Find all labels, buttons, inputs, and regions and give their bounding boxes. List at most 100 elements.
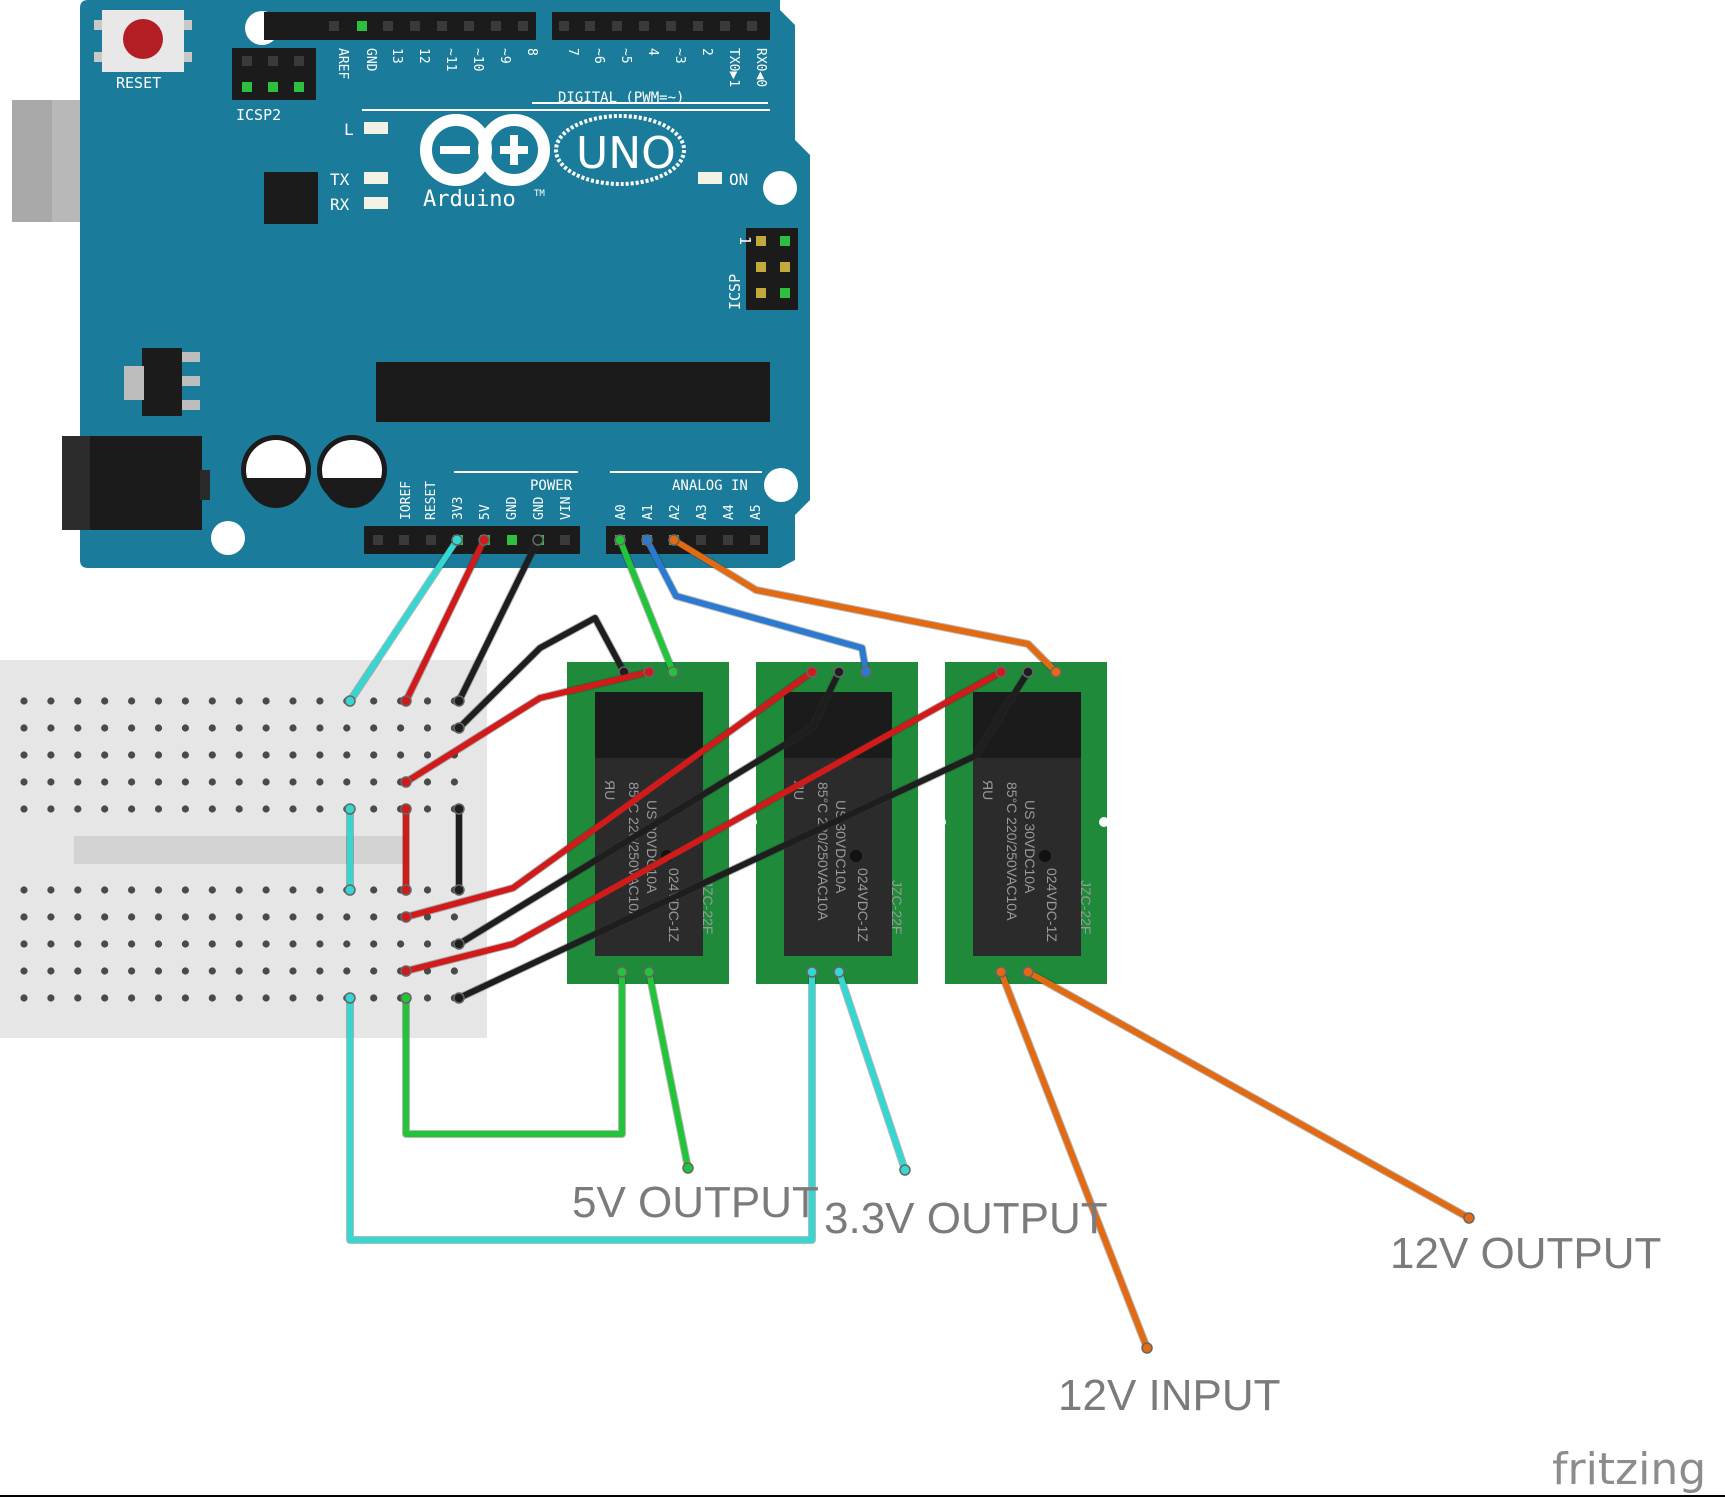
wire-relay3-gnd[interactable] [456, 669, 1031, 1001]
breadboard-hole [235, 913, 243, 921]
voltage-regulator [124, 348, 200, 416]
breadboard-hole [262, 967, 270, 975]
wire-a0[interactable] [617, 537, 676, 675]
breadboard-hole [262, 724, 270, 732]
breadboard-hole [154, 967, 163, 975]
breadboard-hole [343, 913, 351, 921]
digital-pin-socket [518, 21, 528, 31]
breadboard-hole [423, 724, 432, 732]
digital-pin-label: ~3 [672, 48, 687, 64]
breadboard-hole [74, 994, 82, 1002]
wire-relay2-vcc[interactable] [403, 669, 815, 920]
digital-pin-label: 13 [389, 48, 404, 64]
breadboard-hole [289, 805, 297, 813]
wire-gnd-end [453, 695, 465, 707]
breadboard-hole [316, 751, 324, 759]
breadboard-hole [74, 697, 82, 705]
breadboard-hole [128, 913, 136, 921]
breadboard-hole [316, 724, 324, 732]
wire-relay1-vcc[interactable] [403, 669, 652, 785]
mount-notch [1099, 817, 1109, 827]
wire-relay2-gnd-end [833, 666, 845, 678]
breadboard-hole [154, 994, 163, 1002]
wire-relay1-vcc-end [400, 776, 412, 788]
breadboard-hole [181, 724, 189, 732]
breadboard-hole [128, 778, 136, 786]
breadboard-hole [370, 994, 378, 1002]
led-rx-label: RX [330, 195, 350, 214]
breadboard-hole [316, 994, 324, 1002]
label-12v-output: 12V OUTPUT [1390, 1229, 1661, 1278]
wire-relay3-vcc[interactable] [403, 669, 1004, 974]
breadboard-hole [423, 940, 432, 948]
wire-relay2-common-end [344, 992, 356, 1004]
breadboard-hole [450, 778, 458, 786]
breadboard-hole [343, 778, 351, 786]
wire-a2[interactable] [671, 537, 1059, 675]
wire-relay1-common[interactable] [403, 969, 625, 1137]
breadboard-hole [47, 778, 55, 786]
wire-relay2-gnd[interactable] [456, 669, 842, 947]
breadboard-hole [208, 805, 216, 813]
wire-rail-red-end [400, 884, 412, 896]
analog-pin-label: A4 [722, 504, 737, 520]
power-pin-label: VIN [559, 497, 574, 520]
breadboard-hole [370, 805, 378, 813]
breadboard-hole [262, 913, 270, 921]
wire-5v[interactable] [403, 537, 487, 704]
breadboard-hole [262, 994, 270, 1002]
breadboard-hole [20, 994, 28, 1002]
breadboard-hole [316, 940, 324, 948]
wire-rail-black-end [453, 884, 465, 896]
wire-relay2-gnd-end [453, 938, 465, 950]
breadboard-hole [154, 724, 163, 732]
breadboard-hole [370, 724, 378, 732]
power-pin-socket [426, 535, 436, 545]
breadboard-hole [20, 778, 28, 786]
wire-a1[interactable] [644, 537, 869, 675]
analog-pin-label: A2 [668, 504, 683, 520]
digital-pin-label: 8 [524, 48, 539, 56]
analog-label: ANALOG IN [672, 478, 748, 494]
label-5v-output: 5V OUTPUT [572, 1178, 819, 1227]
digital-pin-label: ~9 [497, 48, 512, 64]
power-pin-label: GND [505, 496, 520, 520]
breadboard-hole [101, 805, 109, 813]
breadboard-hole [262, 778, 270, 786]
wire-relay1-gnd[interactable] [456, 615, 627, 731]
wire-5v-output[interactable] [646, 969, 691, 1171]
wire-3v3-output[interactable] [836, 969, 908, 1173]
wire-3v3[interactable] [347, 537, 460, 704]
breadboard-channel [74, 836, 404, 864]
breadboard-hole [316, 886, 324, 894]
led-tx-label: TX [330, 170, 350, 189]
digital-pin-label: ~11 [443, 48, 458, 71]
breadboard-hole [423, 697, 432, 705]
breadboard-hole [101, 751, 109, 759]
relay-rating-ac: 85°C 220/250VAC10A [626, 782, 642, 921]
breadboard-hole [154, 886, 163, 894]
digital-label: DIGITAL (PWM=~) [558, 90, 684, 106]
wire-12v-output[interactable] [1025, 969, 1472, 1221]
wire-a1-end [860, 666, 872, 678]
digital-pin-label: ~6 [591, 48, 606, 64]
breadboard-hole [101, 994, 109, 1002]
wire-relay2-common[interactable] [347, 969, 815, 1243]
led-on [698, 172, 722, 184]
digital-pin-socket [612, 21, 622, 31]
breadboard-hole [423, 886, 432, 894]
breadboard-hole [208, 913, 216, 921]
icsp-label: ICSP [726, 274, 744, 310]
breadboard-hole [128, 751, 136, 759]
breadboard-hole [154, 805, 163, 813]
fritzing-watermark: fritzing [1552, 1444, 1706, 1495]
relay-model: JZC-22F [1078, 880, 1094, 934]
wire-12v-input[interactable] [998, 969, 1150, 1351]
capacitor [241, 435, 311, 508]
breadboard-hole [316, 967, 324, 975]
wire-gnd[interactable] [456, 537, 541, 704]
breadboard-hole [181, 913, 189, 921]
